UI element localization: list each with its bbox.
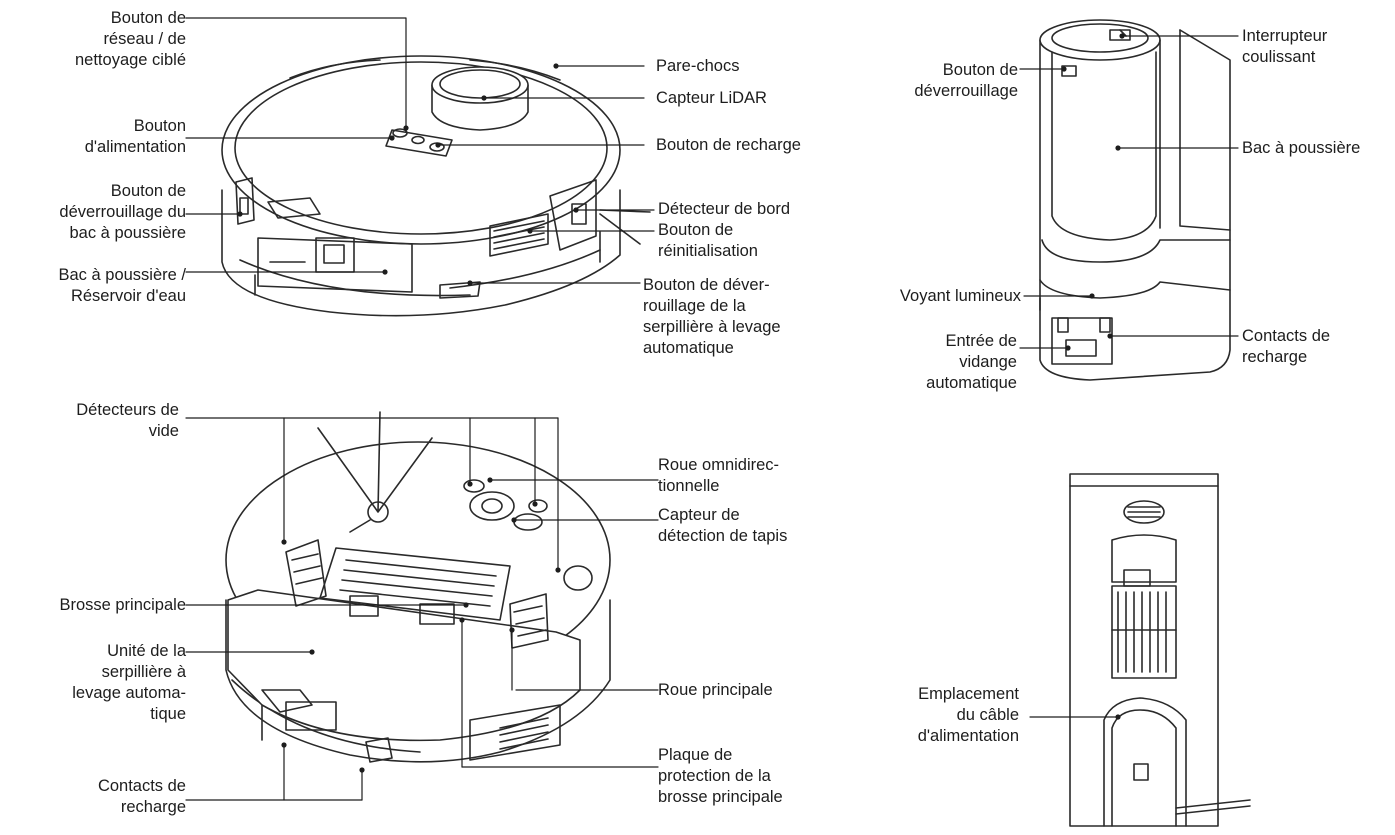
label-edge-sensor: Détecteur de bord <box>658 200 791 218</box>
label-dustbin-water-tank: Bac à poussière /Réservoir d'eau <box>58 266 187 305</box>
leader-dots <box>237 33 1125 773</box>
label-bumper: Pare-chocs <box>656 57 740 75</box>
robot-bottom-view <box>225 411 611 763</box>
leader-lines <box>185 17 1239 801</box>
label-main-brush: Brosse principale <box>59 596 186 614</box>
station-front-view <box>1039 19 1231 381</box>
station-back-view <box>1069 473 1251 827</box>
label-lidar-sensor: Capteur LiDAR <box>656 89 767 107</box>
robot-top-view <box>221 55 651 317</box>
label-indicator-light: Voyant lumineux <box>899 287 1021 305</box>
label-main-wheel: Roue principale <box>658 681 773 699</box>
label-omni-wheel: Roue omnidirec-tionnelle <box>658 456 780 495</box>
label-station-dustbin: Bac à poussière <box>1242 139 1361 157</box>
label-charge-button: Bouton de recharge <box>656 136 801 154</box>
